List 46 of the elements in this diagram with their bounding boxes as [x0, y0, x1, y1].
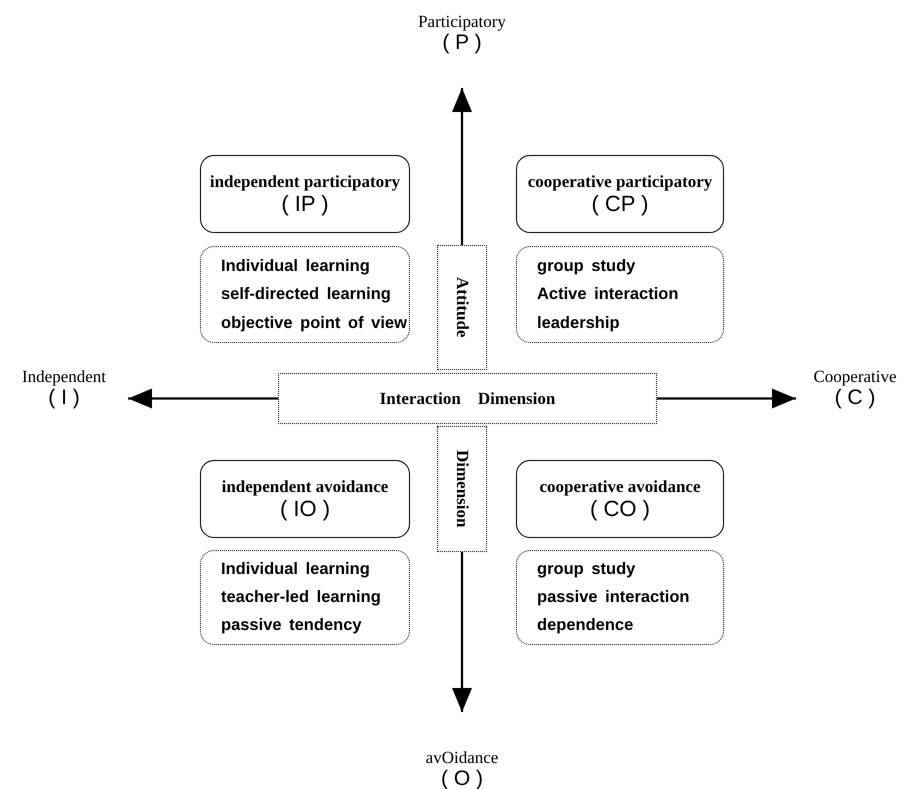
axis-label: Participatory: [418, 12, 506, 32]
trait-text: group study: [537, 256, 636, 276]
quadrant-box: [516, 155, 724, 233]
trait-text: passive tendency: [221, 616, 362, 635]
axis-label: avOidance: [426, 748, 498, 768]
arrow: [128, 388, 278, 408]
trait-text: group study: [537, 560, 636, 579]
dimension-label: Attitude: [452, 277, 472, 338]
dimension-label: Dimension: [452, 450, 472, 528]
arrow: [452, 88, 472, 245]
trait-text: leadership: [537, 314, 620, 332]
axis-code: ( C ): [834, 386, 876, 408]
quadrant-title: cooperative avoidance: [540, 478, 700, 496]
trait-text: passive interaction: [537, 588, 690, 607]
quadrant-title: cooperative participatory: [528, 172, 712, 190]
quadrant-title: independent participatory: [210, 172, 400, 190]
trait-text: objective point of view: [221, 314, 407, 332]
trait-box: [516, 246, 724, 343]
trait-text: Active interaction: [537, 285, 678, 304]
axis-label: Cooperative: [813, 366, 897, 386]
quadrant-code: ( IP ): [281, 192, 329, 216]
trait-text: self-directed learning: [221, 285, 391, 304]
dimension-box: [437, 245, 487, 370]
axis-label: Independent: [22, 366, 106, 386]
quadrant-box: [516, 460, 724, 538]
arrow: [452, 552, 472, 712]
dimension-label: Interaction Dimension: [380, 388, 556, 410]
dimension-box: [437, 426, 487, 552]
axis-code: ( O ): [441, 768, 483, 788]
trait-box: [516, 550, 724, 645]
quadrant-box: [200, 460, 410, 538]
trait-text: Individual learning: [221, 560, 370, 579]
quadrant-code: ( CO ): [590, 497, 650, 520]
trait-text: Individual learning: [221, 256, 370, 276]
axis-code: ( P ): [442, 32, 482, 52]
quadrant-code: ( CP ): [591, 192, 649, 216]
trait-text: dependence: [537, 616, 634, 635]
arrow: [657, 388, 796, 408]
trait-box: [200, 246, 410, 343]
trait-text: teacher-led learning: [221, 588, 381, 607]
quadrant-box: [200, 155, 410, 233]
axis-code: ( I ): [48, 386, 80, 408]
trait-box: [200, 550, 410, 645]
quadrant-code: ( IO ): [280, 497, 330, 520]
quadrant-title: independent avoidance: [222, 478, 388, 496]
dimension-box: [278, 373, 657, 424]
